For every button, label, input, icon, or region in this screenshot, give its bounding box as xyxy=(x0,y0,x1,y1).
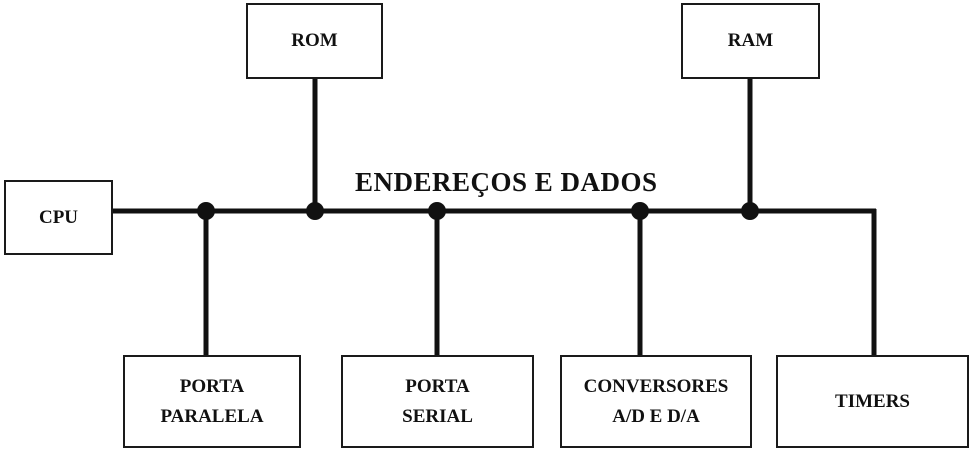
rom-label: ROM xyxy=(291,30,338,51)
cpu-block: CPU xyxy=(4,180,113,255)
junction-dot xyxy=(428,202,446,220)
porta-paralela-label-line2: PARALELA xyxy=(160,405,264,427)
porta-paralela-block: PORTA PARALELA xyxy=(123,355,301,448)
bus-label: ENDEREÇOS E DADOS xyxy=(355,167,658,197)
conversores-label-line2: A/D E D/A xyxy=(612,405,700,427)
conversores-label-line1: CONVERSORES xyxy=(583,375,729,397)
junction-dot xyxy=(306,202,324,220)
timers-label: TIMERS xyxy=(835,390,910,412)
porta-serial-block: PORTA SERIAL xyxy=(341,355,534,448)
porta-paralela-label-line1: PORTA xyxy=(179,375,245,397)
rom-block: ROM xyxy=(246,3,383,79)
ram-label: RAM xyxy=(727,30,774,51)
junction-dot xyxy=(631,202,649,220)
porta-serial-label-line2: SERIAL xyxy=(402,405,473,427)
ram-block: RAM xyxy=(681,3,820,79)
junction-dot xyxy=(197,202,215,220)
junction-dot xyxy=(741,202,759,220)
porta-serial-label-line1: PORTA xyxy=(405,375,470,397)
conversores-block: CONVERSORES A/D E D/A xyxy=(560,355,752,448)
cpu-label: CPU xyxy=(38,206,79,228)
timers-block: TIMERS xyxy=(776,355,969,448)
